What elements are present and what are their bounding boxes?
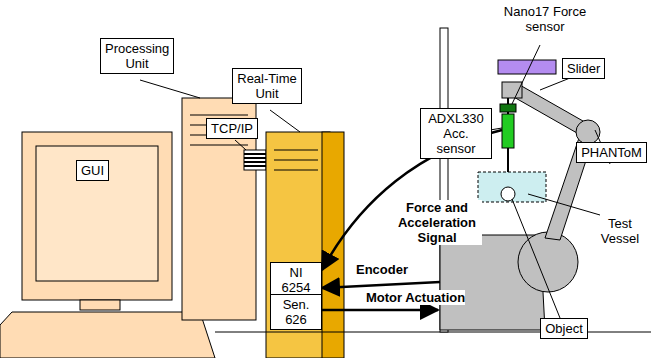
node-text: Object — [545, 321, 583, 336]
node-text: ADXL330 Acc. sensor — [425, 111, 487, 156]
callout-box: Slider — [562, 58, 605, 79]
signal-label: Encoder — [356, 262, 408, 277]
node-text: NI 6254 — [275, 265, 317, 295]
signal-label: Force and Acceleration Signal — [392, 200, 482, 245]
card-box: Sen. 626 — [270, 294, 322, 330]
object — [501, 187, 515, 201]
real-time-unit-tower — [266, 132, 344, 358]
node-text: GUI — [81, 163, 104, 178]
node-text: Real-Time Unit — [237, 71, 297, 101]
node-text: Slider — [567, 61, 600, 76]
motor-wire — [322, 309, 438, 312]
node-text: TCP/IP — [211, 121, 253, 136]
encoder-wire — [322, 282, 440, 288]
callout-box: PHANToM — [576, 142, 647, 163]
force-sensor — [500, 104, 516, 112]
monitor — [22, 132, 172, 310]
part-label: Nano17 Force sensor — [500, 4, 590, 34]
acc-sensor — [502, 114, 514, 148]
leader-lines — [140, 45, 610, 318]
signal-label: Motor Actuation — [366, 290, 465, 305]
card-box: NI 6254 — [270, 262, 322, 298]
part-label: Test Vessel — [592, 216, 648, 246]
callout-box: TCP/IP — [206, 118, 258, 139]
processing-unit-tower — [182, 98, 256, 320]
screen-label: GUI — [76, 160, 109, 181]
node-text: PHANToM — [581, 145, 642, 160]
node-text: Sen. 626 — [275, 297, 317, 327]
node-text: Processing Unit — [105, 41, 169, 71]
callout-box: ADXL330 Acc. sensor — [420, 108, 492, 159]
callout-box: Object — [540, 318, 588, 339]
test-vessel — [478, 172, 546, 202]
network-connector — [244, 150, 266, 170]
callout-box: Processing Unit — [100, 38, 174, 74]
callout-box: Real-Time Unit — [232, 68, 302, 104]
